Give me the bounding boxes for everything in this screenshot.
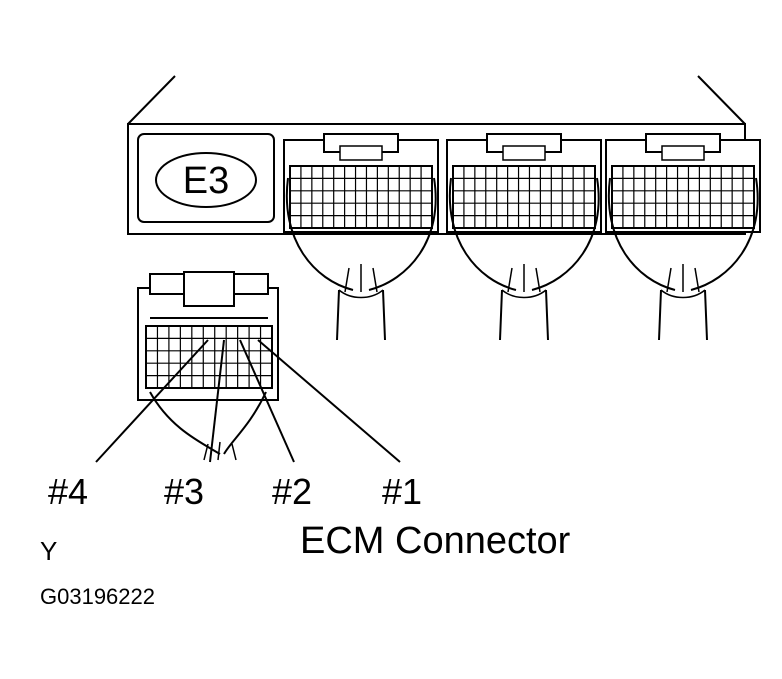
ecm-pin-grid-cells — [145, 325, 273, 389]
ecu-socket-pin-grid — [611, 165, 755, 229]
ecu-socket-pin-grid — [452, 165, 596, 229]
view-marker: Y — [40, 536, 57, 566]
ecu-socket — [283, 133, 439, 341]
pin-label-1: #1 — [382, 471, 422, 512]
ecm-pin-grid — [145, 325, 273, 389]
leader-pin-4 — [95, 339, 209, 463]
leader-pin-1 — [257, 339, 401, 463]
ecu-socket — [605, 133, 761, 341]
ecm-connector — [137, 271, 279, 461]
pin-label-2: #2 — [272, 471, 312, 512]
pin-label-4: #4 — [48, 471, 88, 512]
ecu-sockets — [283, 133, 761, 341]
pin-label-3: #3 — [164, 471, 204, 512]
leader-pin-2 — [239, 339, 295, 463]
leader-pin-3 — [209, 339, 225, 463]
pin-leaders — [95, 339, 401, 463]
figure-code: G03196222 — [40, 584, 155, 609]
pin-labels: #4 #3 #2 #1 — [48, 471, 422, 512]
connector-caption: ECM Connector — [300, 520, 571, 562]
ecu-badge: E3 — [137, 133, 275, 223]
ecu-socket-pin-grid — [289, 165, 433, 229]
ecu-label: E3 — [183, 160, 229, 202]
ecu-socket — [446, 133, 602, 341]
